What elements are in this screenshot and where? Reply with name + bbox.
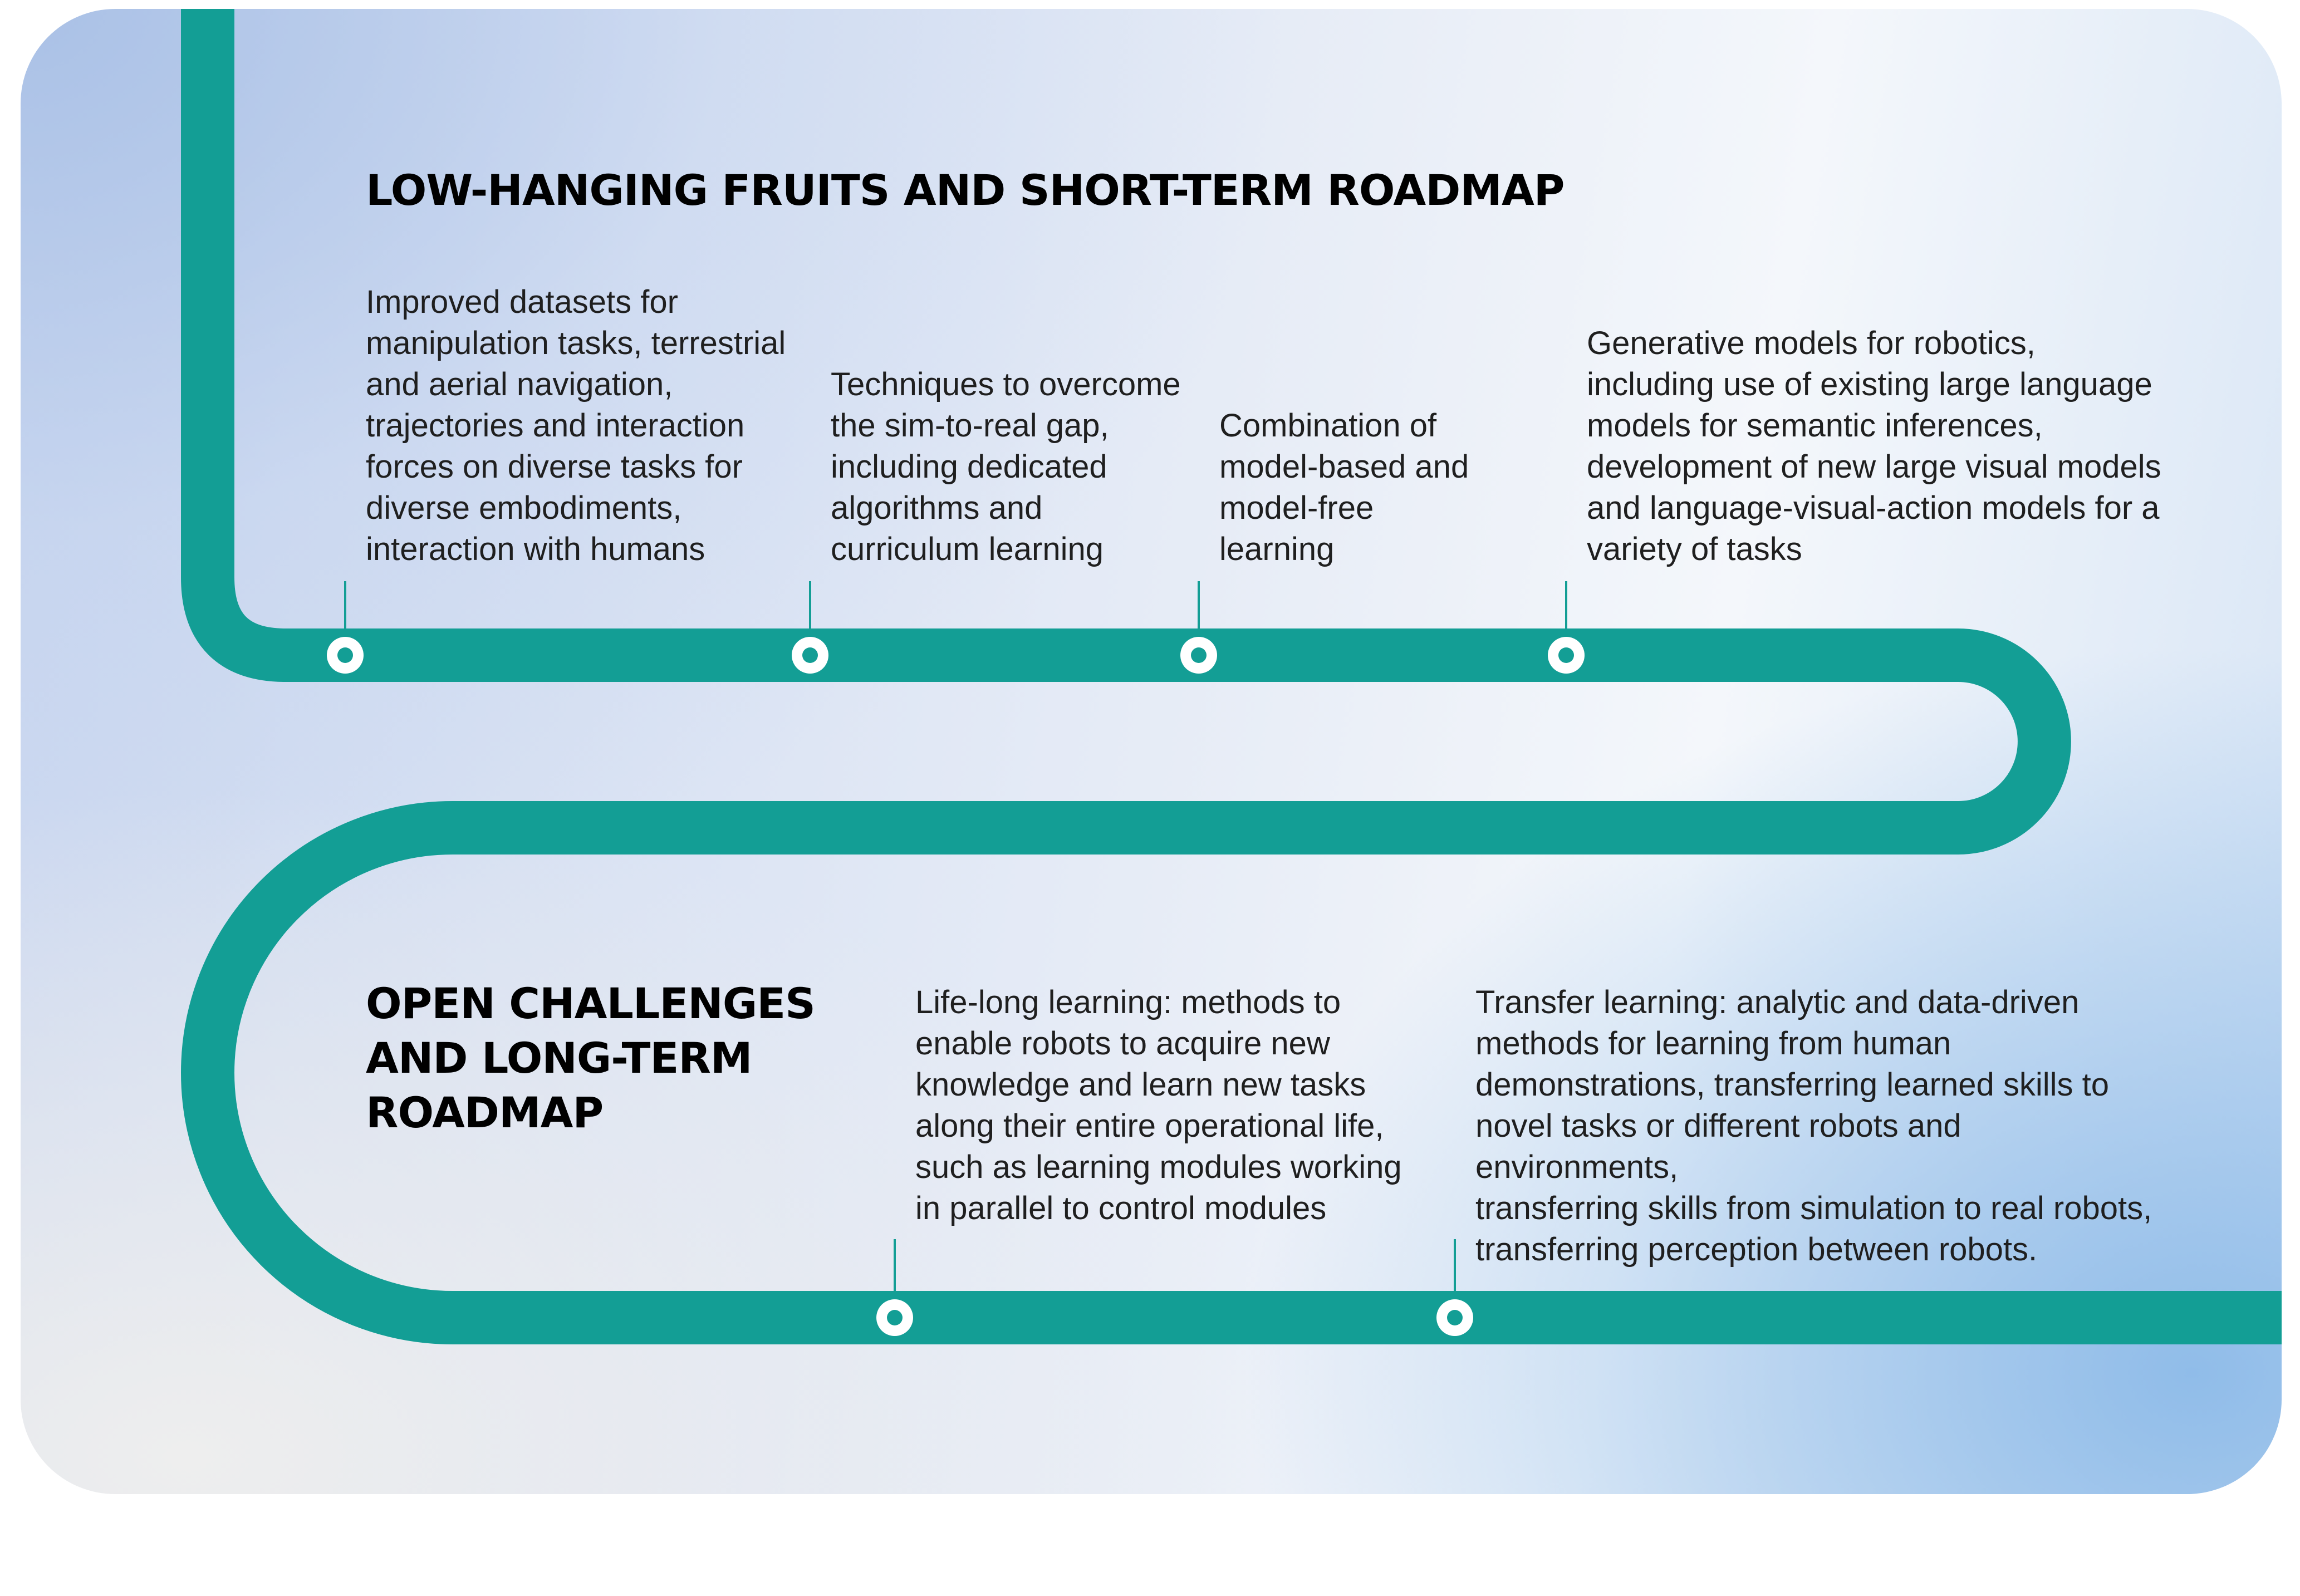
milestone-generative-models: Generative models for robotics, includin… [1587,325,2161,567]
milestone-improved-datasets: Improved datasets for manipulation tasks… [366,284,786,567]
milestone-markers [327,637,1585,1336]
roadmap-card: LOW-HANGING FRUITS AND SHORT-TERM ROADMA… [21,9,2282,1494]
ring-marker-icon [1436,1299,1473,1336]
milestone-model-based-free: Combination of model-based and model-fre… [1219,407,1469,567]
milestone-sim-to-real: Techniques to overcome the sim-to-real g… [831,366,1181,567]
ring-marker-icon [1180,637,1217,674]
road-path [181,9,2282,1344]
ring-marker-icon [1548,637,1585,674]
milestone-transfer-learning: Transfer learning: analytic and data-dri… [1475,984,2152,1268]
roadmap-road [181,9,2282,1344]
ring-marker-icon [876,1299,913,1336]
ring-marker-icon [792,637,828,674]
milestone-connectors [344,581,1567,1306]
long-term-roadmap-title: OPEN CHALLENGES AND LONG-TERM ROADMAP [366,979,816,1137]
short-term-roadmap-title: LOW-HANGING FRUITS AND SHORT-TERM ROADMA… [366,165,1565,215]
ring-marker-icon [327,637,364,674]
milestone-life-long-learning: Life-long learning: methods to enable ro… [915,984,1402,1226]
